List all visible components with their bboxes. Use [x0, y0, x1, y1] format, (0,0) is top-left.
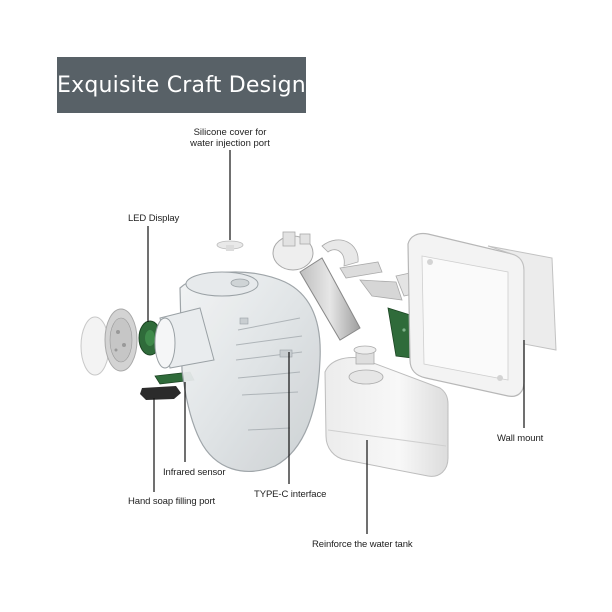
hand-soap-port-piece	[140, 386, 181, 400]
label-hand-soap-port: Hand soap filling port	[128, 496, 216, 507]
water-tank	[324, 345, 449, 477]
label-wall-mount: Wall mount	[497, 433, 544, 444]
pump-assembly	[272, 231, 431, 341]
label-silicone-cover-line2: water injection port	[190, 138, 270, 149]
label-silicone-cover: Silicone cover for water injection port	[182, 127, 278, 149]
label-infrared-sensor: Infrared sensor	[163, 467, 226, 478]
wall-mount-frame	[407, 232, 557, 397]
label-led-display: LED Display	[128, 213, 180, 224]
label-silicone-cover-line1: Silicone cover for	[193, 127, 267, 138]
label-type-c: TYPE-C interface	[254, 489, 327, 500]
leader-lines	[147, 150, 525, 534]
main-housing	[154, 271, 321, 472]
silicone-cover-part	[216, 240, 244, 251]
title-banner: Exquisite Craft Design	[57, 57, 306, 113]
front-disc-part	[80, 308, 138, 376]
page-title: Exquisite Craft Design	[57, 72, 306, 98]
label-water-tank: Reinforce the water tank	[312, 539, 413, 550]
